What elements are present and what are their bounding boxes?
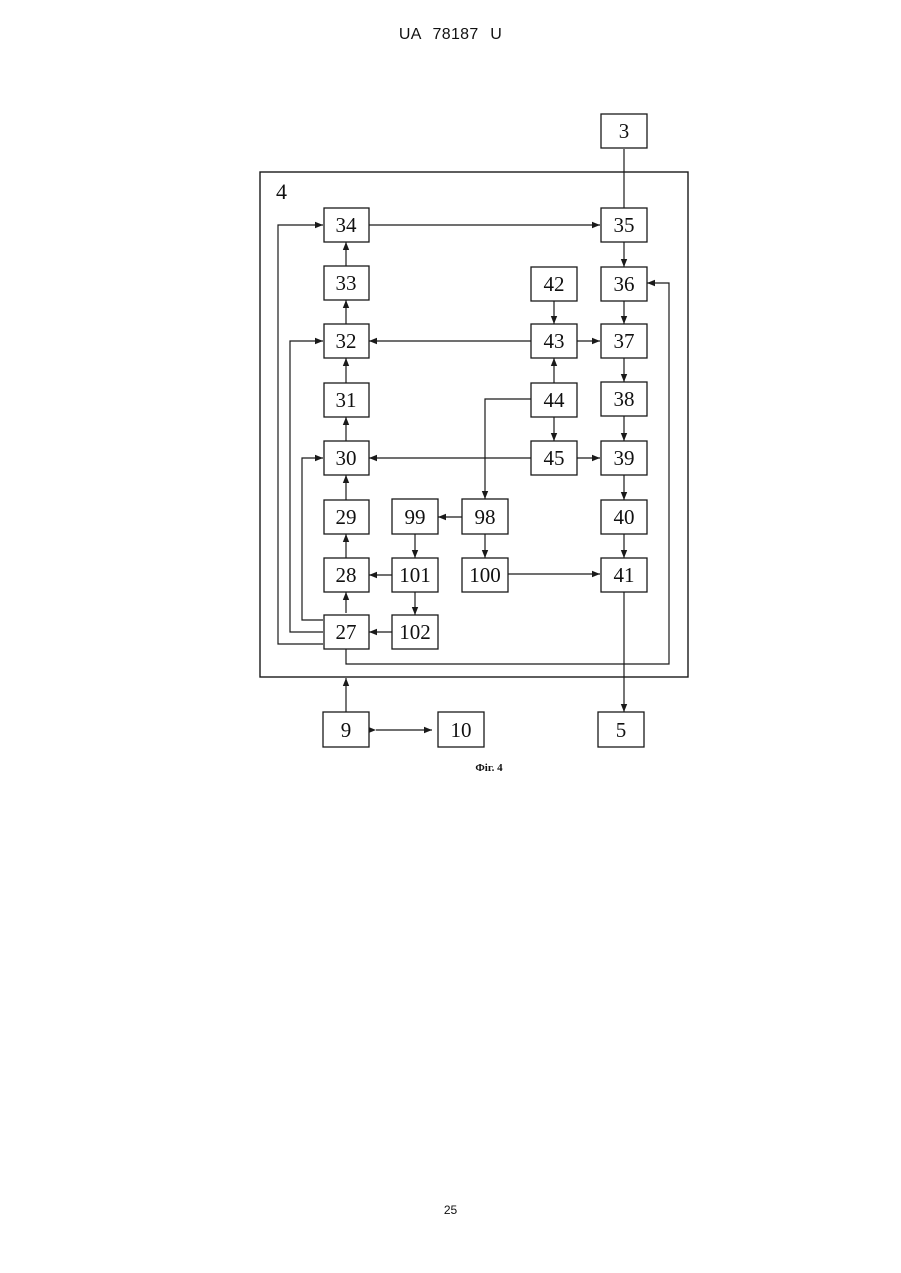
svg-text:36: 36 [614,272,635,296]
block-28: 28 [324,558,369,592]
block-3: 3 [601,114,647,148]
svg-text:38: 38 [614,387,635,411]
block-44: 44 [531,383,577,417]
svg-text:39: 39 [614,446,635,470]
block-38: 38 [601,382,647,416]
svg-text:29: 29 [336,505,357,529]
svg-text:33: 33 [336,271,357,295]
block-34: 34 [324,208,369,242]
block-10: 10 [438,712,484,747]
svg-text:42: 42 [544,272,565,296]
svg-text:98: 98 [475,505,496,529]
figure-caption: Фіг. 4 [475,762,503,774]
block-29: 29 [324,500,369,534]
block-37: 37 [601,324,647,358]
svg-text:43: 43 [544,329,565,353]
block-39: 39 [601,441,647,475]
svg-text:101: 101 [399,563,431,587]
wire-27-34 [278,225,323,644]
wire-27-30 [302,458,323,620]
block-36: 36 [601,267,647,301]
svg-text:28: 28 [336,563,357,587]
block-98: 98 [462,499,508,534]
block-31: 31 [324,383,369,417]
svg-text:32: 32 [336,329,357,353]
block-32: 32 [324,324,369,358]
block-35: 35 [601,208,647,242]
block-33: 33 [324,266,369,300]
svg-text:3: 3 [619,119,630,143]
svg-text:40: 40 [614,505,635,529]
svg-text:37: 37 [614,329,635,353]
frame-label: 4 [276,179,287,204]
svg-text:100: 100 [469,563,501,587]
svg-text:99: 99 [405,505,426,529]
wire-27-32 [290,341,323,632]
block-27: 27 [324,615,369,649]
block-40: 40 [601,500,647,534]
block-99: 99 [392,499,438,534]
svg-text:44: 44 [544,388,566,412]
svg-text:10: 10 [451,718,472,742]
block-101: 101 [392,558,438,592]
block-45: 45 [531,441,577,475]
block-43: 43 [531,324,577,358]
block-41: 41 [601,558,647,592]
block-30: 30 [324,441,369,475]
svg-text:5: 5 [616,718,627,742]
block-9: 9 [323,712,369,747]
block-42: 42 [531,267,577,301]
block-100: 100 [462,558,508,592]
wire-44-98 [485,399,531,499]
svg-text:30: 30 [336,446,357,470]
svg-text:9: 9 [341,718,352,742]
svg-text:102: 102 [399,620,431,644]
block-102: 102 [392,615,438,649]
page-number: 25 [0,1203,901,1217]
svg-text:35: 35 [614,213,635,237]
svg-text:27: 27 [336,620,357,644]
svg-text:34: 34 [336,213,358,237]
svg-text:31: 31 [336,388,357,412]
svg-text:45: 45 [544,446,565,470]
block-5: 5 [598,712,644,747]
svg-text:41: 41 [614,563,635,587]
